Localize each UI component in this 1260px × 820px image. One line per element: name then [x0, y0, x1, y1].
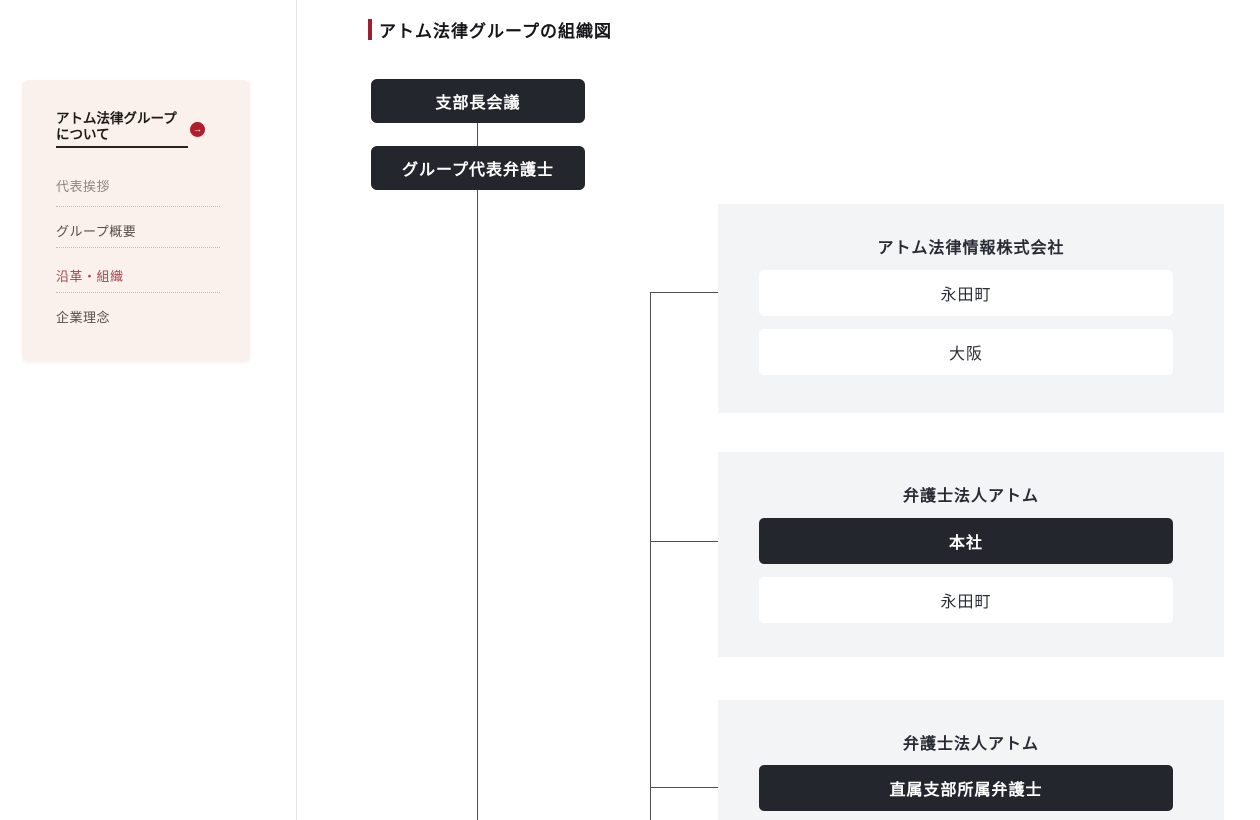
- page-title-text: アトム法律グループの組織図: [379, 22, 612, 41]
- divider: [56, 206, 220, 207]
- org-node-nagatacho: 永田町: [759, 270, 1173, 316]
- org-node-direct-branch-lawyers: 直属支部所属弁護士: [759, 765, 1173, 811]
- org-node-osaka: 大阪: [759, 329, 1173, 375]
- connector-line: [650, 787, 760, 788]
- sidebar-item-group-overview[interactable]: グループ概要: [56, 224, 137, 239]
- org-group-title: アトム法律情報株式会社: [877, 240, 1065, 257]
- sidebar-item-corporate-philosophy[interactable]: 企業理念: [56, 310, 111, 325]
- sidebar-about-link[interactable]: アトム法律グループについて: [56, 111, 188, 148]
- sidebar-panel: アトム法律グループについて → 代表挨拶 グループ概要 沿革・組織 企業理念: [22, 80, 250, 362]
- org-group-title: 弁護士法人アトム: [902, 488, 1039, 505]
- org-node-branch-managers-meeting: 支部長会議: [371, 79, 585, 123]
- org-node-nagatacho: 永田町: [759, 577, 1173, 623]
- sidebar-about-line2: について: [56, 126, 110, 142]
- sidebar-item-greeting[interactable]: 代表挨拶: [56, 179, 111, 194]
- org-node-group-representative-lawyer: グループ代表弁護士: [371, 146, 585, 190]
- connector-line: [650, 292, 760, 293]
- connector-line: [650, 541, 760, 542]
- org-group-title: 弁護士法人アトム: [902, 736, 1039, 753]
- content-divider: [296, 0, 297, 820]
- connector-line: [477, 123, 478, 146]
- page-title: アトム法律グループの組織図: [368, 17, 612, 42]
- org-node-head-office: 本社: [759, 518, 1173, 564]
- connector-trunk-line: [477, 190, 478, 820]
- arrow-right-icon[interactable]: →: [190, 122, 205, 137]
- org-group-panel-legal-information: アトム法律情報株式会社 永田町 大阪: [718, 204, 1224, 413]
- org-group-panel-lawyer-corporation-atom: 弁護士法人アトム 本社 永田町: [718, 452, 1224, 657]
- title-accent-bar: [368, 19, 372, 40]
- connector-branch-line: [650, 292, 651, 820]
- sidebar-item-history-organization[interactable]: 沿革・組織: [56, 269, 124, 284]
- divider: [56, 247, 220, 248]
- org-group-panel-lawyer-corporation-atom-2: 弁護士法人アトム 直属支部所属弁護士: [718, 700, 1224, 820]
- divider: [56, 292, 220, 293]
- sidebar-about-line1: アトム法律グループ: [56, 111, 177, 126]
